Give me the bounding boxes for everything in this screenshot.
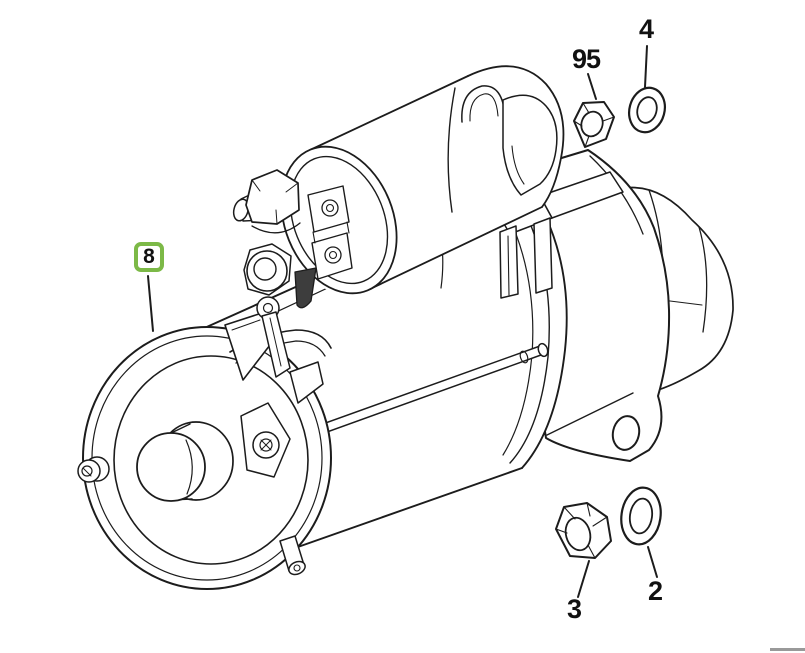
part-hex-nut-95[interactable] — [573, 101, 615, 148]
callout-8-label: 8 — [143, 244, 155, 268]
leader-line-3 — [577, 560, 590, 598]
part-hex-nut-3[interactable] — [555, 502, 612, 559]
leader-lines — [147, 45, 658, 598]
callout-4[interactable]: 4 — [638, 14, 654, 44]
part-washer-2[interactable] — [618, 485, 665, 547]
leader-line-95 — [587, 73, 597, 100]
callout-8-highlighted[interactable]: 8 — [134, 242, 164, 272]
leader-line-4 — [644, 45, 648, 88]
solenoid-terminals — [232, 169, 353, 309]
mounting-flange — [529, 149, 671, 462]
front-brackets — [224, 296, 332, 404]
terminal-boot — [294, 267, 317, 309]
callout-95[interactable]: 95 — [571, 44, 601, 74]
terminal-hex-nut — [245, 169, 300, 225]
leader-line-2 — [647, 546, 658, 578]
flange-bolt-hole — [611, 415, 641, 451]
callout-2[interactable]: 2 — [647, 576, 663, 606]
leader-line-8 — [147, 275, 154, 332]
round-terminal — [246, 250, 288, 292]
front-end-cap — [77, 326, 332, 590]
part-washer-4[interactable] — [624, 84, 669, 137]
shaft-boss — [136, 432, 206, 502]
callout-3[interactable]: 3 — [566, 594, 582, 624]
horizontal-scrollbar-thumb-fragment[interactable] — [770, 648, 805, 651]
drain-stub — [279, 535, 306, 576]
